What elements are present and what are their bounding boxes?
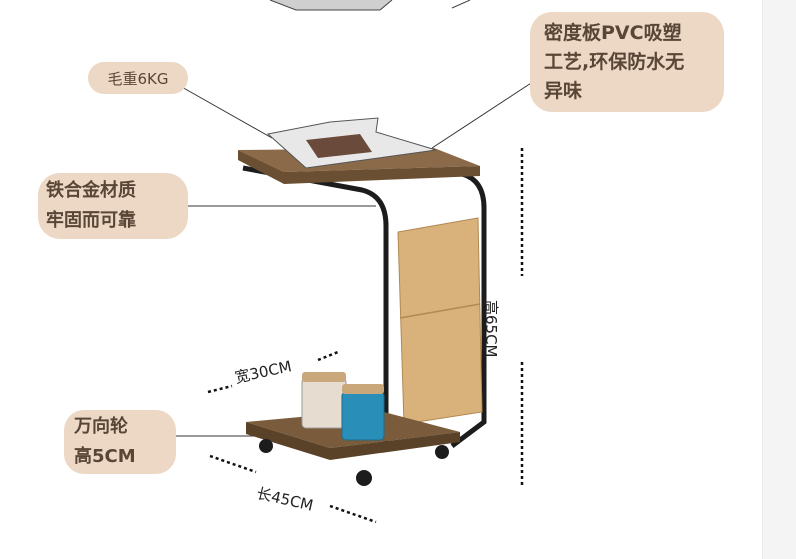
storage-pouch <box>397 217 483 425</box>
dim-line-width-left <box>207 384 233 394</box>
frame-callout: 铁合金材质 牢固而可靠 <box>38 173 188 239</box>
magazine-picture <box>306 134 372 158</box>
weight-label: 毛重6KG <box>107 69 169 88</box>
caster-callout: 万向轮 高5CM <box>64 410 176 474</box>
frame-label-line1: 铁合金材质 <box>46 180 136 201</box>
cropped-line-top <box>451 0 471 9</box>
caster-wheel-3 <box>435 445 449 459</box>
leader-line-weight <box>179 85 273 139</box>
caster-wheel-2 <box>356 470 372 486</box>
cropped-item-top <box>269 0 393 11</box>
mdf-label-line3: 异味 <box>544 79 583 102</box>
mdf-callout: 密度板PVC吸塑 工艺,环保防水无 异味 <box>530 12 724 112</box>
dim-line-length-left <box>209 454 257 474</box>
jar-lid-right <box>342 384 384 394</box>
leader-line-mdf <box>431 71 549 149</box>
metal-frame-left <box>242 165 389 442</box>
weight-callout: 毛重6KG <box>88 62 188 94</box>
jar-lid-left <box>302 372 346 382</box>
caster-label-line1: 万向轮 <box>74 416 128 437</box>
dimension-height-label: 高65CM <box>482 300 500 358</box>
caster-label-line2: 高5CM <box>74 446 136 467</box>
mdf-label-line2: 工艺,环保防水无 <box>544 50 685 73</box>
glass-jar-blue <box>341 391 385 441</box>
caster-wheel-1 <box>259 439 273 453</box>
tabletop-edge <box>238 150 480 184</box>
bottom-shelf-edge <box>246 422 460 460</box>
dim-line-length-right <box>329 504 377 524</box>
dim-line-width-right <box>317 350 339 362</box>
page-side-strip <box>762 0 796 559</box>
glass-jar-clear <box>301 377 347 429</box>
mdf-label-line1: 密度板PVC吸塑 <box>544 21 682 44</box>
frame-label-line2: 牢固而可靠 <box>46 210 136 231</box>
pouch-seam <box>399 303 481 319</box>
